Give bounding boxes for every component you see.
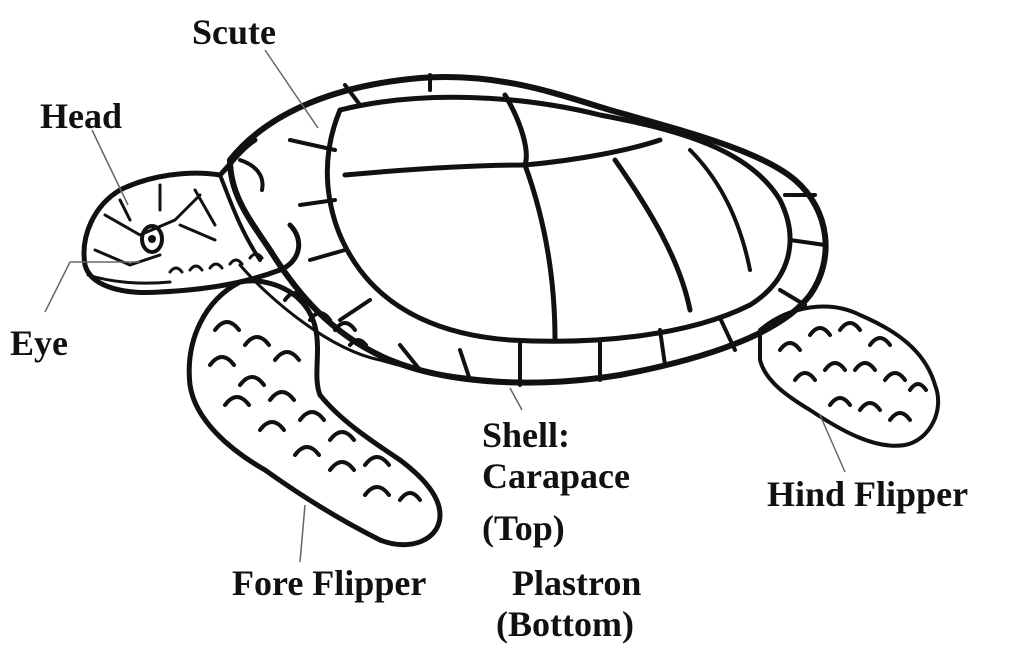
plastron-label-line2: (Bottom) bbox=[496, 604, 634, 644]
eye-label: Eye bbox=[10, 323, 68, 363]
hind-flipper-label: Hind Flipper bbox=[767, 474, 968, 514]
carapace-outline bbox=[230, 77, 826, 383]
carapace-inner bbox=[327, 97, 790, 341]
plastron-outline bbox=[240, 265, 520, 382]
head-label: Head bbox=[40, 96, 122, 136]
fore-flipper-label: Fore Flipper bbox=[232, 563, 426, 603]
shell-label-line2: Carapace bbox=[482, 456, 630, 496]
scute-label: Scute bbox=[192, 12, 276, 52]
head-leader bbox=[92, 130, 128, 205]
scute-leader bbox=[265, 50, 318, 128]
fore-flipper-leader bbox=[300, 505, 305, 562]
shell-label-line3: (Top) bbox=[482, 508, 565, 548]
shell-label-line1: Shell: bbox=[482, 415, 570, 455]
hind-flipper-outline bbox=[760, 307, 938, 446]
shell-leader bbox=[510, 388, 522, 410]
eye-leader-1 bbox=[45, 262, 70, 312]
plastron-label-line1: Plastron bbox=[512, 563, 641, 603]
